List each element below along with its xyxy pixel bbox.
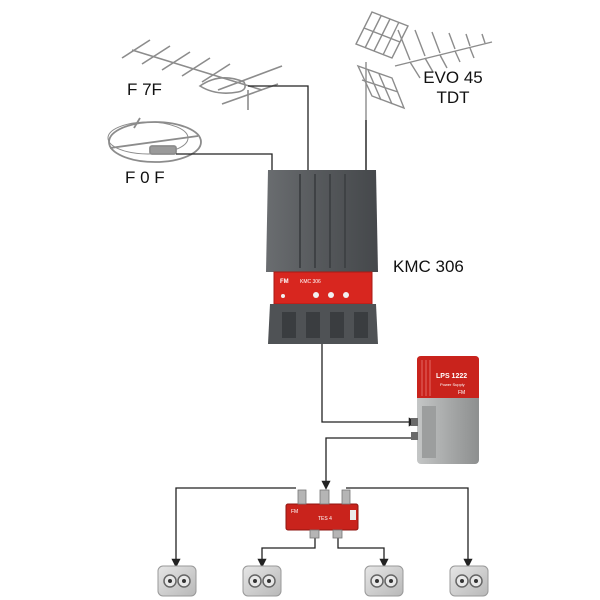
tv-outlet-1 — [157, 565, 197, 597]
power-supply-lps1222 — [411, 356, 479, 464]
circular-antenna-f0f — [107, 117, 202, 163]
psu-brand-text: FM — [458, 390, 465, 396]
splitter-model-text: TES 4 — [318, 516, 332, 522]
splitter-tes4 — [285, 489, 359, 539]
amplifier-model-text: KMC 306 — [300, 279, 321, 285]
tv-outlet-3 — [364, 565, 404, 597]
label-evo45: EVO 45 TDT — [420, 68, 486, 108]
amplifier-brand-text: FM — [280, 279, 289, 285]
tv-outlet-4 — [449, 565, 489, 597]
tv-outlet-2 — [242, 565, 282, 597]
label-evo45-line2: TDT — [436, 88, 470, 107]
splitter-brand-text: FM — [291, 509, 298, 515]
label-evo45-line1: EVO 45 — [423, 68, 483, 87]
label-f7f: F 7F — [127, 80, 162, 99]
label-kmc306: KMC 306 — [393, 257, 464, 276]
yagi-antenna-f7f — [121, 39, 283, 110]
amplifier-kmc306 — [266, 170, 378, 344]
psu-model-text: LPS 1222 — [436, 373, 467, 380]
psu-sub-text: Power Supply — [440, 382, 465, 387]
label-f0f: F 0 F — [125, 168, 165, 187]
cables — [171, 85, 473, 568]
